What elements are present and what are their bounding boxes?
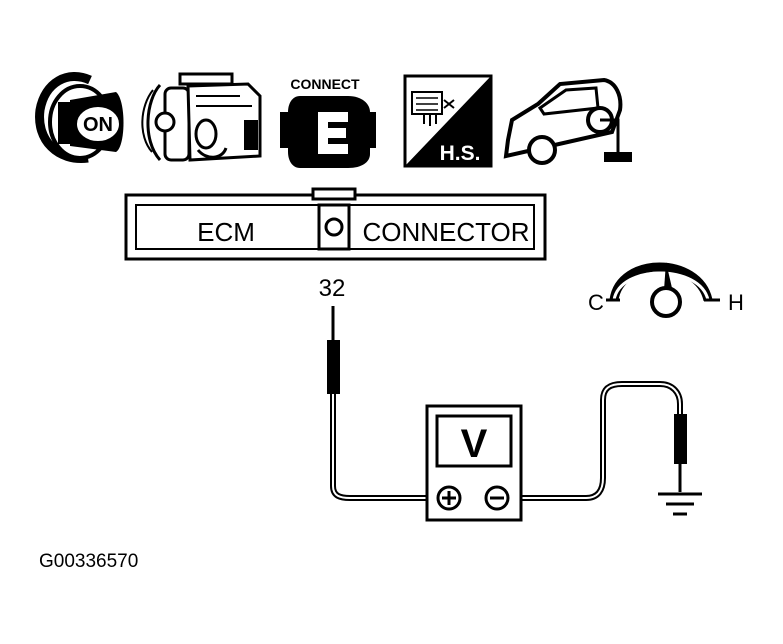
vehicle-ground-icon xyxy=(503,77,632,165)
ground-symbol-icon xyxy=(658,492,702,516)
negative-terminal-icon xyxy=(484,485,510,511)
test-leads xyxy=(327,306,687,501)
figure-id: G00336570 xyxy=(39,551,138,572)
positive-terminal-icon xyxy=(436,485,462,511)
engine-running-icon xyxy=(141,72,262,162)
connector-plug-icon: CONNECT xyxy=(280,76,376,168)
temperature-gauge-icon: C H xyxy=(588,262,744,318)
pin-number-label: 32 xyxy=(319,275,346,302)
connect-label: CONNECT xyxy=(290,76,360,92)
positive-lead-wire xyxy=(330,394,440,501)
gauge-cold-label: C xyxy=(588,290,604,315)
ignition-on-label: ON xyxy=(83,114,113,136)
connector-label: CONNECTOR xyxy=(362,217,529,247)
meter-display: V xyxy=(461,422,488,466)
harness-label: H.S. xyxy=(440,142,481,165)
gauge-hot-label: H xyxy=(728,290,744,315)
ecm-connector: ECM CONNECTOR xyxy=(124,187,547,261)
ecm-label: ECM xyxy=(197,217,255,247)
negative-lead-wire xyxy=(498,381,683,501)
positive-probe-handle xyxy=(327,340,340,394)
ignition-key-icon: ON xyxy=(35,72,124,163)
negative-probe-handle xyxy=(674,414,687,464)
harness-inspection-icon: H.S. xyxy=(403,74,493,168)
voltmeter-icon: V xyxy=(425,404,523,522)
